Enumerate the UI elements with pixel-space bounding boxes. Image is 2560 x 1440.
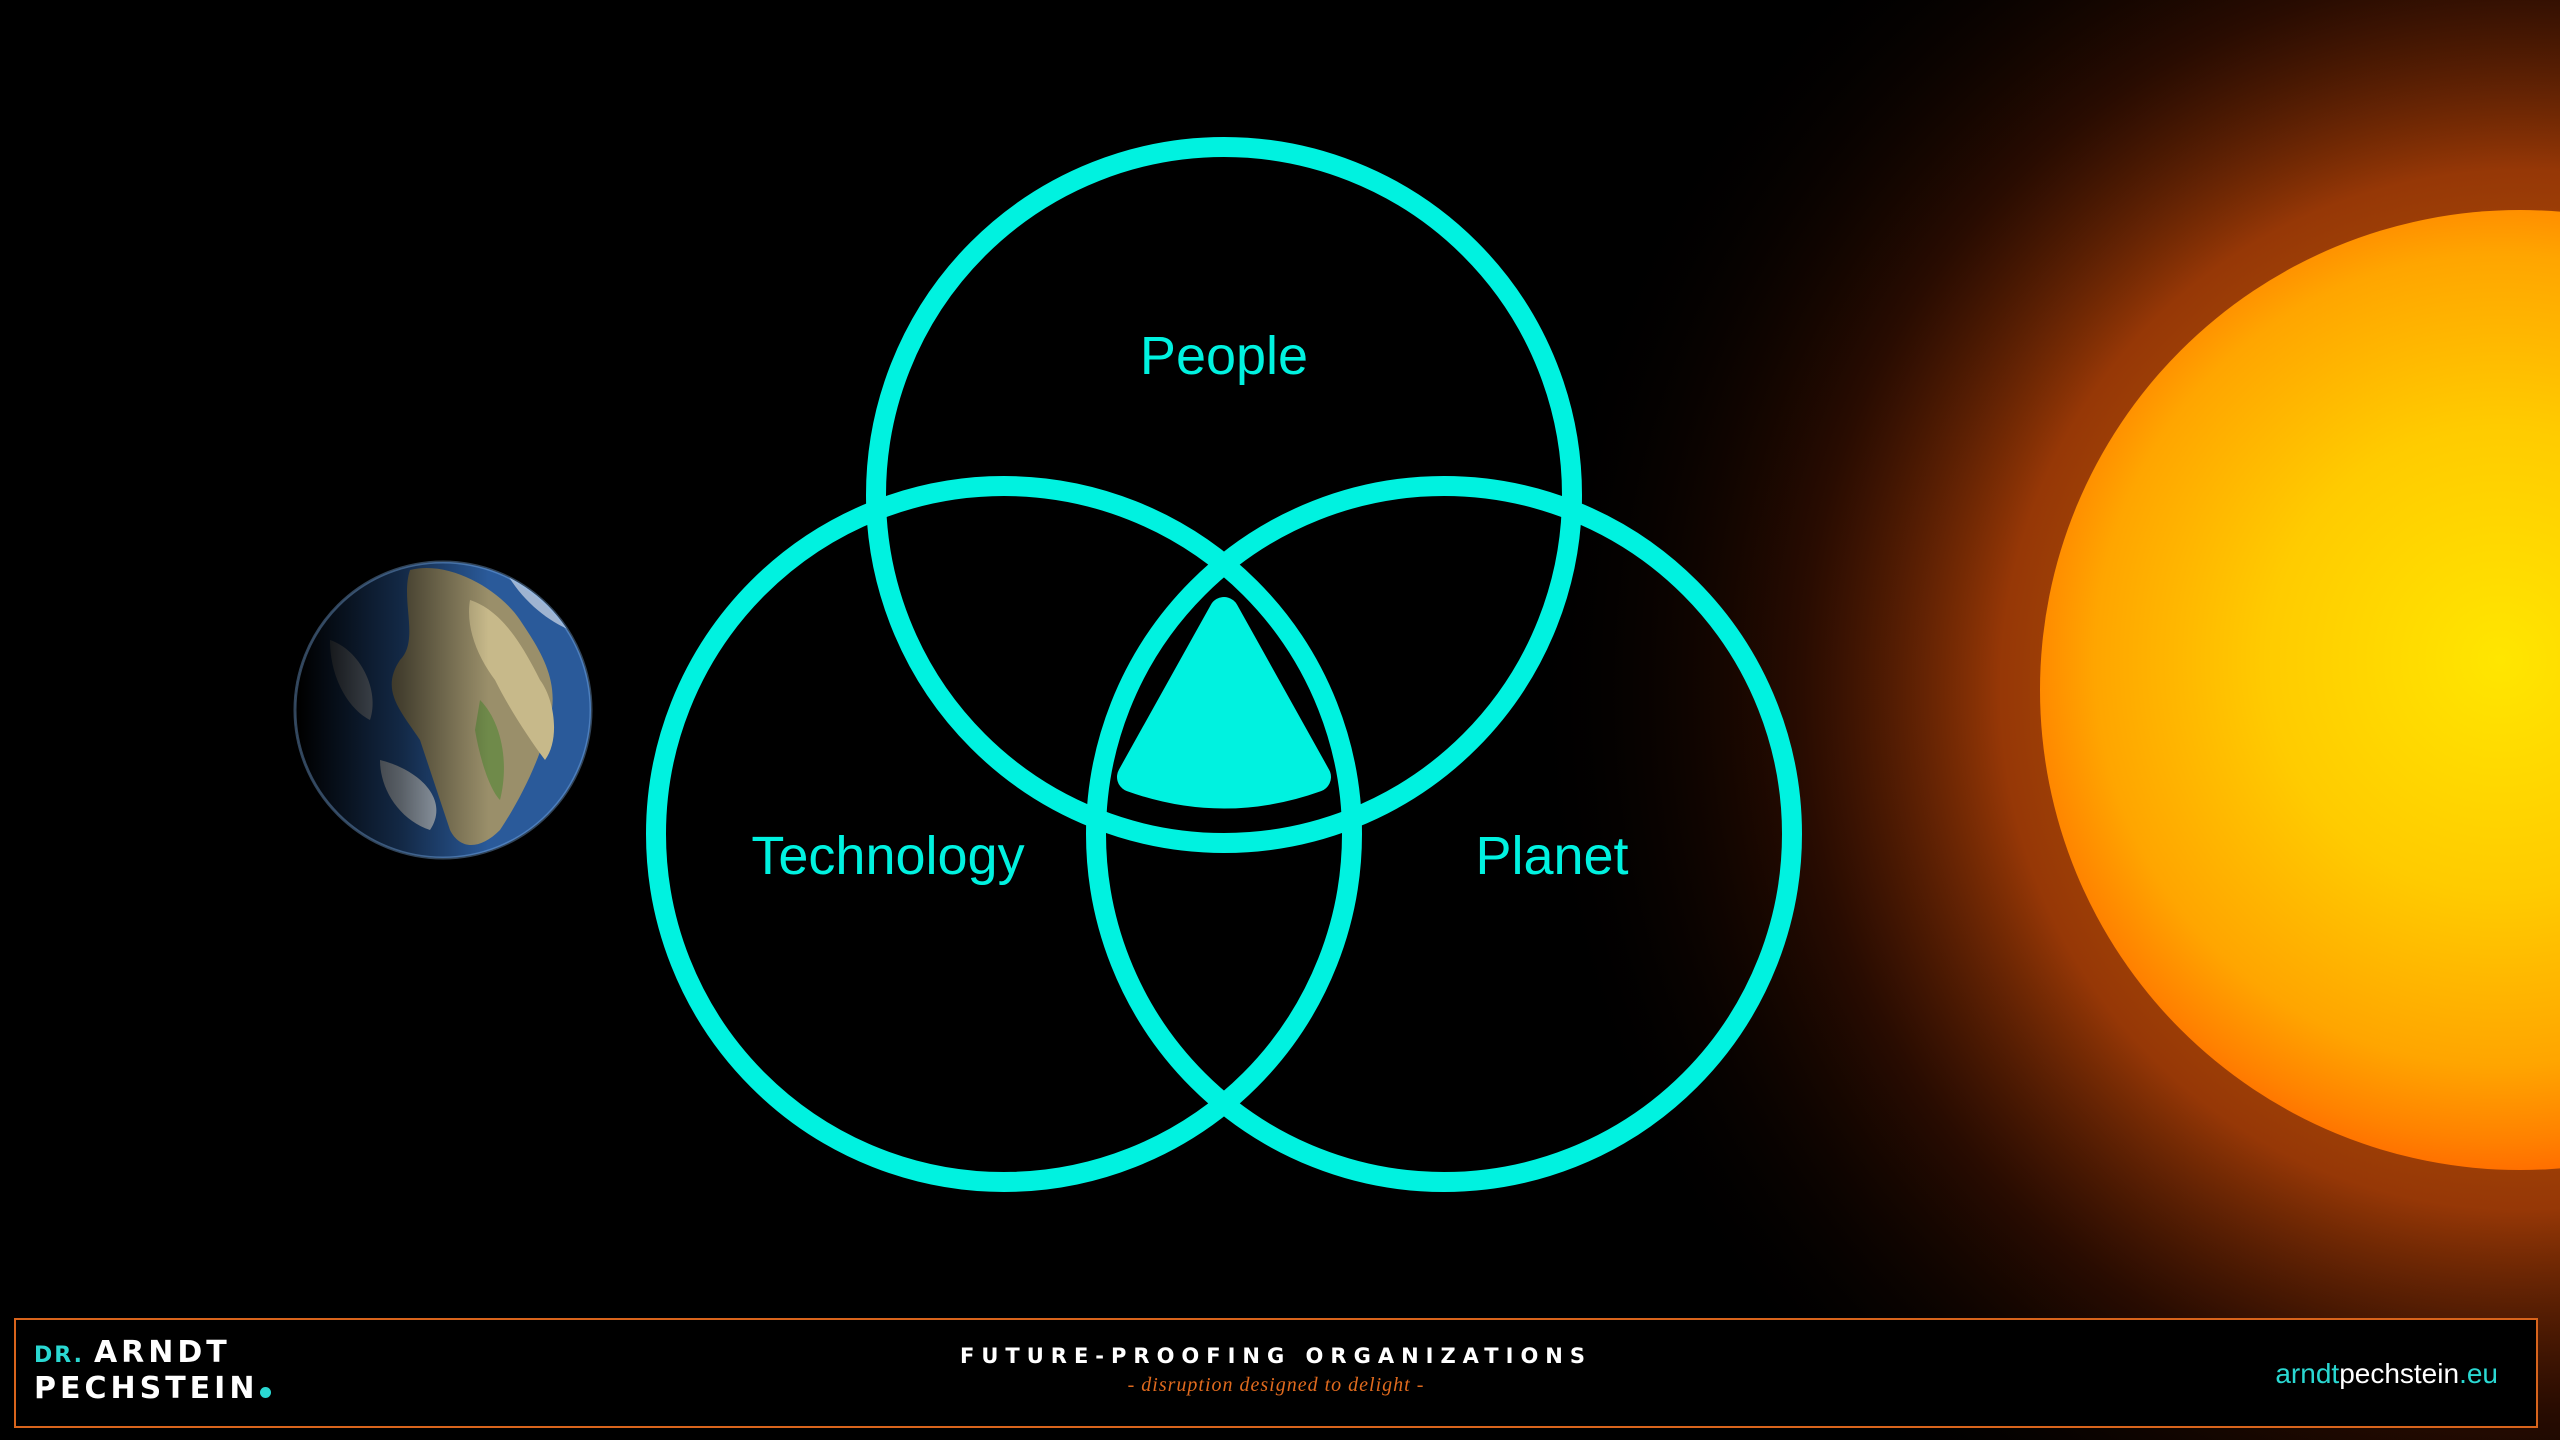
website-link[interactable]: arndtpechstein.eu — [2275, 1358, 2498, 1390]
earth — [293, 560, 593, 860]
planet-circle — [1086, 476, 1802, 1192]
brand-last-name: PECHSTEIN — [34, 1371, 259, 1406]
venn-diagram: People Technology Planet — [646, 137, 1802, 1192]
brand-prefix: DR. — [34, 1343, 84, 1368]
brand-line-2: PECHSTEIN — [34, 1371, 272, 1406]
brand-first-name: ARNDT — [93, 1335, 231, 1370]
website-suffix: .eu — [2459, 1358, 2498, 1389]
technology-label: Technology — [751, 826, 1024, 886]
sun — [2040, 210, 2560, 1170]
footer-bar: DR. ARNDT PECHSTEIN FUTURE-PROOFING ORGA… — [14, 1318, 2538, 1428]
website-prefix: arndt — [2275, 1358, 2340, 1389]
brand-logo: DR. ARNDT PECHSTEIN — [34, 1338, 272, 1406]
planet-label: Planet — [1475, 826, 1628, 886]
brand-line-1: DR. ARNDT — [34, 1338, 271, 1368]
center-intersection — [1117, 597, 1331, 809]
subtagline: - disruption designed to delight - — [1127, 1374, 1425, 1396]
tagline: FUTURE-PROOFING ORGANIZATIONS — [960, 1344, 1592, 1368]
people-label: People — [1140, 326, 1308, 386]
website-main: pechstein — [2339, 1358, 2460, 1389]
brand-dot-icon — [260, 1387, 272, 1398]
people-circle — [866, 137, 1582, 853]
tagline-block: FUTURE-PROOFING ORGANIZATIONS - disrupti… — [16, 1344, 2536, 1397]
technology-circle — [646, 476, 1362, 1192]
